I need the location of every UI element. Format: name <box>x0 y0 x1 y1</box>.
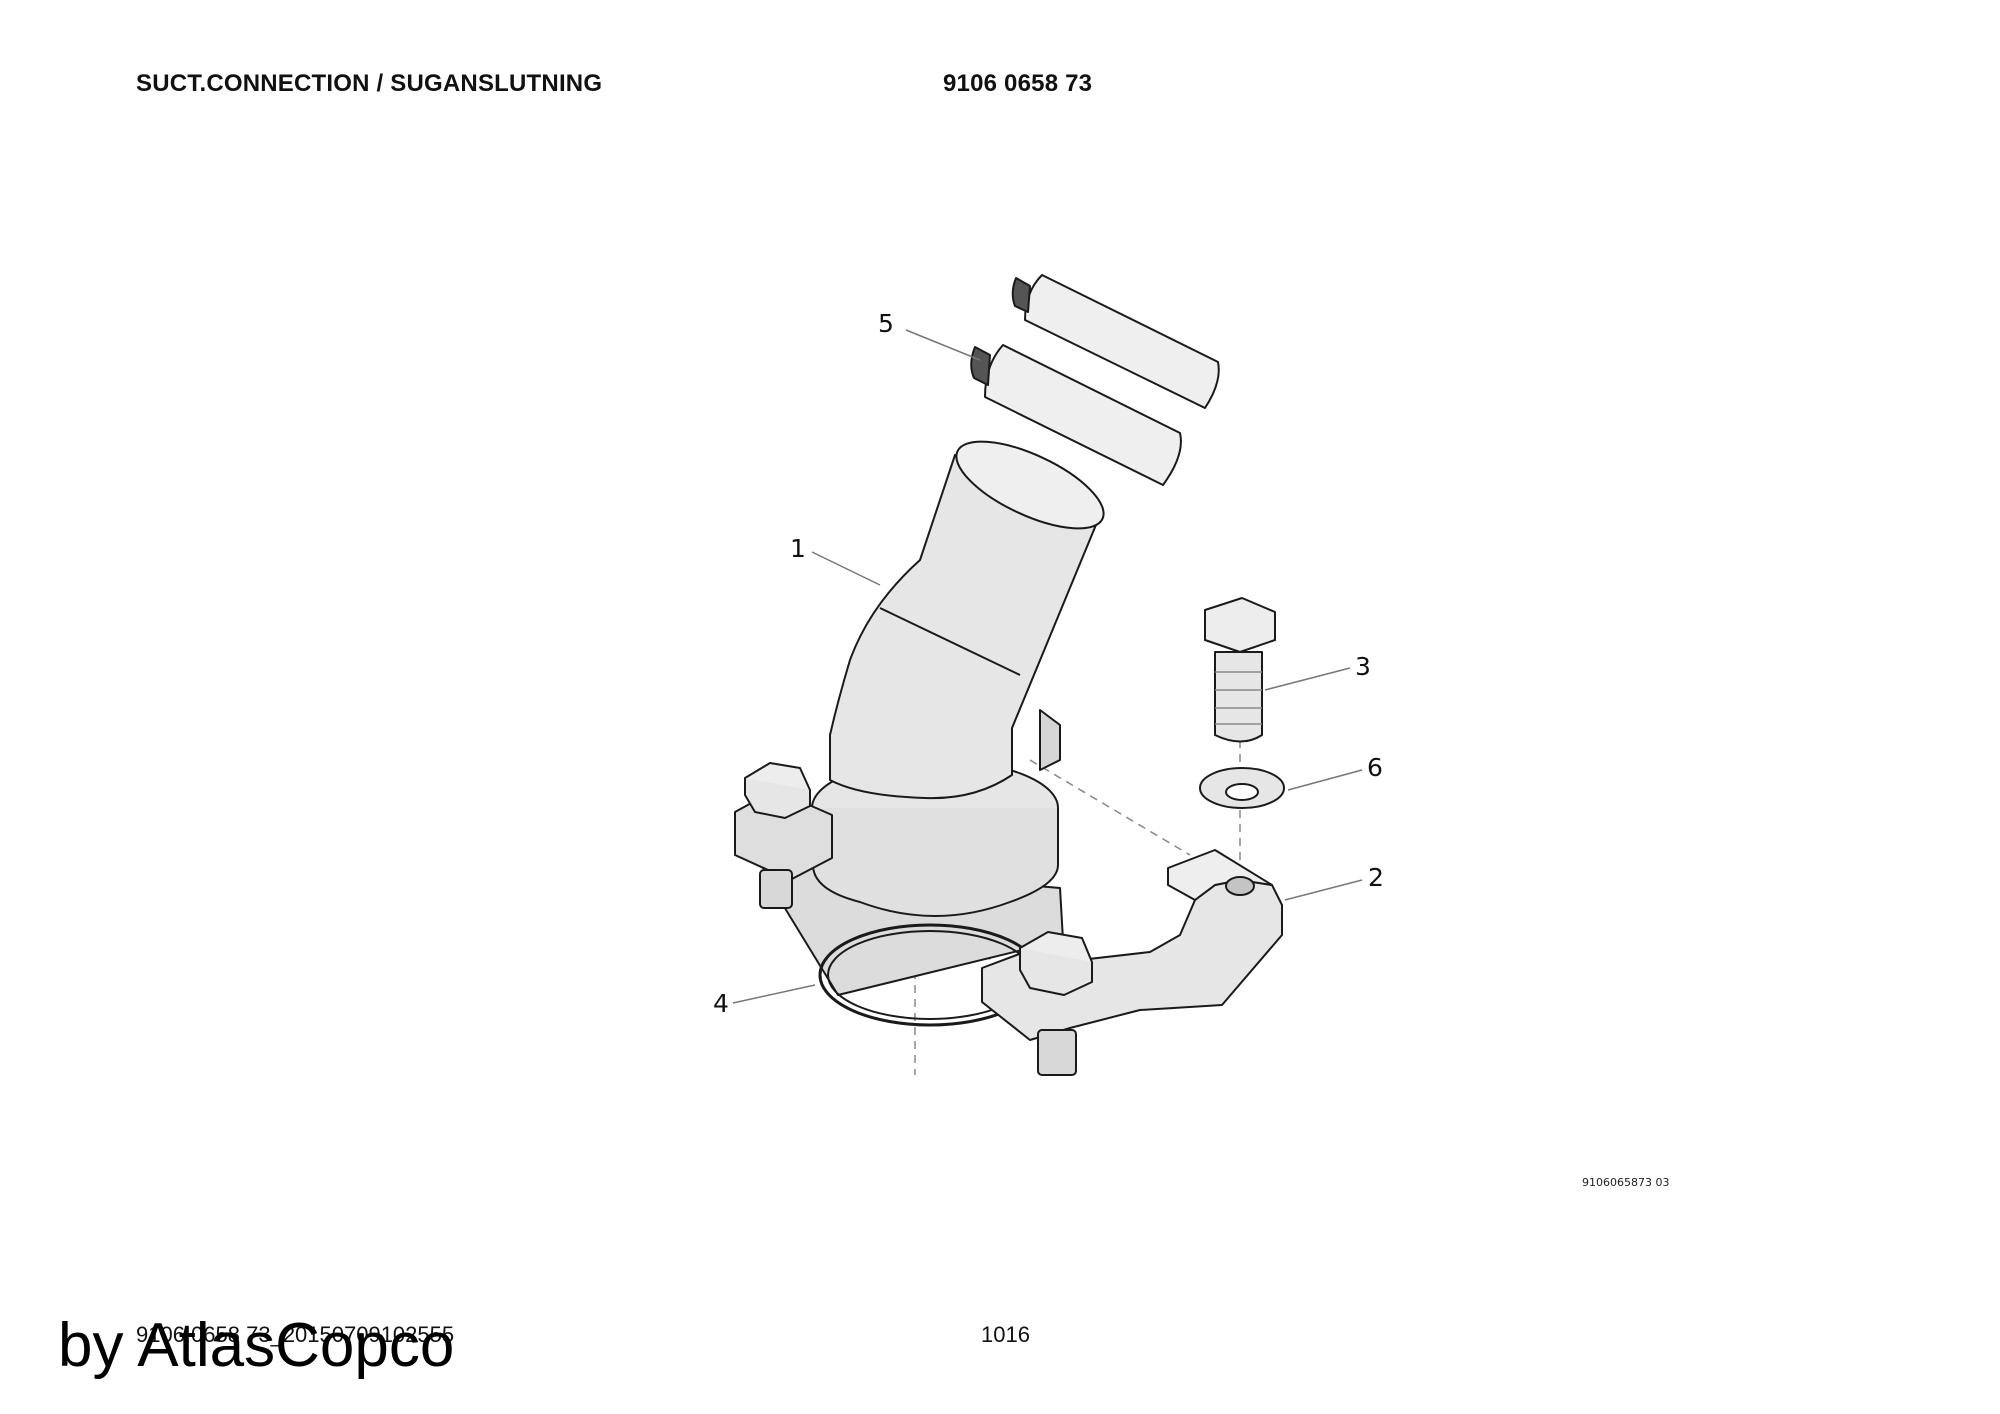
flange-bolt-left <box>734 762 833 909</box>
drawing-reference: 9106065873 03 <box>1582 1176 1670 1189</box>
callout-3: 3 <box>1355 652 1371 681</box>
callout-6: 6 <box>1367 753 1383 782</box>
callout-5: 5 <box>878 309 894 338</box>
watermark: by AtlasCopco <box>58 1311 455 1380</box>
callout-2: 2 <box>1368 863 1384 892</box>
page-title: SUCT.CONNECTION / SUGANSLUTNING <box>136 70 603 97</box>
callout-1: 1 <box>790 534 806 563</box>
washer <box>1199 767 1285 809</box>
flange-clamp <box>981 849 1283 1076</box>
suction-connection <box>759 440 1105 996</box>
page-number: 1016 <box>981 1322 1030 1347</box>
footer-document-id: 9106 0658 73_20150709102555 <box>136 1322 455 1347</box>
leader-lines <box>732 329 1363 1004</box>
hose-clamp-lower <box>970 344 1182 486</box>
bolt <box>1204 597 1276 743</box>
callout-4: 4 <box>713 989 729 1018</box>
hose-clamp-upper <box>1011 274 1220 409</box>
part-number: 9106 0658 73 <box>943 70 1093 97</box>
